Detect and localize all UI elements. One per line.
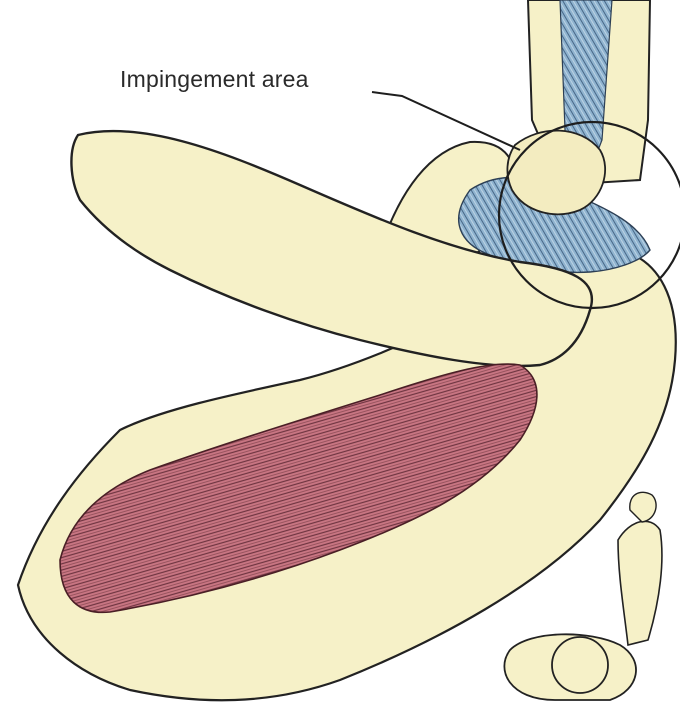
callout-label: Impingement area (120, 66, 309, 93)
callout-leader-line (372, 92, 520, 150)
humeral-head (507, 131, 605, 215)
